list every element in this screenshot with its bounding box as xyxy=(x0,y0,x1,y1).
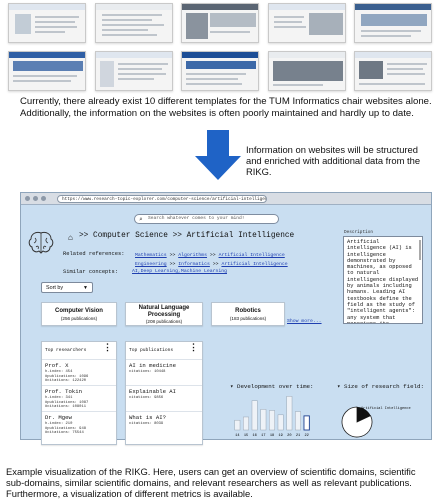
down-arrow-icon xyxy=(195,130,241,180)
website-thumbnail xyxy=(94,3,173,43)
bar-17[interactable] xyxy=(260,409,267,431)
related-references: Mathematics >> Algorithms >> Artificial … xyxy=(135,251,288,269)
sort-by-dropdown[interactable]: Sort by ▼ xyxy=(41,282,93,293)
bottom-caption: Example visualization of the RIKG. Here,… xyxy=(6,466,416,499)
research-field-size-pie xyxy=(341,406,373,438)
x-tick-label: 22 xyxy=(305,434,309,438)
search-placeholder: Search whatever comes to your mind! xyxy=(148,216,245,221)
link-artificial-intelligence-2[interactable]: Artificial Intelligence xyxy=(221,262,288,267)
thumbnail-row-1 xyxy=(8,3,432,43)
related-line-1: Mathematics >> Algorithms >> Artificial … xyxy=(135,253,285,258)
bar-20[interactable] xyxy=(286,396,293,431)
browser-window: https://www.research-topic-explorer.com/… xyxy=(20,192,432,445)
website-thumbnail xyxy=(354,51,432,91)
maximize-window-icon[interactable] xyxy=(41,196,46,201)
link-engineering[interactable]: Engineering xyxy=(135,262,167,267)
researcher-item[interactable]: Prof. X h-index: 454 #publications: 1096… xyxy=(42,360,116,386)
close-window-icon[interactable] xyxy=(25,196,30,201)
x-tick-label: 17 xyxy=(261,434,265,438)
size-of-research-field-toggle[interactable]: ▾ Size of research field: xyxy=(337,383,424,390)
link-mathematics[interactable]: Mathematics xyxy=(135,253,167,258)
researcher-item[interactable]: Prof. Tokin h-index: 341 #publications: … xyxy=(42,386,116,412)
x-tick-label: 14 xyxy=(235,434,239,438)
bar-15[interactable] xyxy=(243,416,249,431)
x-tick-label: 19 xyxy=(279,434,283,438)
development-over-time-toggle[interactable]: ▾ Development over time: xyxy=(230,383,314,390)
pie-slice-other[interactable] xyxy=(341,406,373,438)
description-text: Artificial intelligence (AI) is intellig… xyxy=(347,239,419,324)
bar-16[interactable] xyxy=(251,400,258,431)
top-researchers-header: Top researchers ⋮ xyxy=(42,342,116,360)
publication-item[interactable]: What is AI? citations: 8039 xyxy=(129,414,166,426)
link-artificial-intelligence[interactable]: Artificial Intelligence xyxy=(218,253,285,258)
more-options-icon[interactable]: ⋮ xyxy=(103,343,112,353)
x-tick-label: 16 xyxy=(253,434,257,438)
related-references-label: Related references: xyxy=(63,251,125,257)
search-input[interactable]: ⌕ Search whatever comes to your mind! xyxy=(134,214,279,224)
intro-caption: Currently, there already exist 10 differ… xyxy=(20,96,432,119)
link-algorithms[interactable]: Algorithms xyxy=(178,253,208,258)
publication-item[interactable]: AI in medicine citations: 10448 xyxy=(126,360,202,386)
bar-14[interactable] xyxy=(234,419,241,431)
related-line-2: Engineering >> Informatics >> Artificial… xyxy=(135,262,288,267)
breadcrumb: >> Computer Science >> Artificial Intell… xyxy=(79,232,295,240)
pie-slice-ai[interactable] xyxy=(357,407,371,422)
website-thumbnail xyxy=(181,51,259,91)
brain-logo-icon xyxy=(28,231,54,254)
home-icon[interactable]: ⌂ xyxy=(68,233,73,242)
more-options-icon[interactable]: ⋮ xyxy=(189,343,198,353)
website-thumbnail xyxy=(8,3,86,43)
x-tick-label: 21 xyxy=(296,434,300,438)
bar-22[interactable] xyxy=(303,415,310,431)
website-thumbnail xyxy=(354,3,432,43)
x-tick-label: 18 xyxy=(270,434,274,438)
website-thumbnail xyxy=(267,51,346,91)
category-card-computer-vision[interactable]: Computer Vision (256 publications) xyxy=(41,302,117,326)
show-more-link[interactable]: Show more... xyxy=(287,319,322,324)
thumbnail-row-2 xyxy=(8,51,432,91)
page-content: ⌕ Search whatever comes to your mind! ⌂ … xyxy=(21,206,431,445)
website-thumbnail xyxy=(8,51,86,91)
window-controls[interactable] xyxy=(25,196,46,201)
x-tick-label: 20 xyxy=(287,434,291,438)
similar-concepts-links[interactable]: AI,Deep Learning,Machine Learning xyxy=(132,269,227,274)
link-informatics[interactable]: Informatics xyxy=(178,262,210,267)
bar-19[interactable] xyxy=(277,414,284,431)
chevron-down-icon: ▼ xyxy=(83,285,88,291)
pie-slice-label: Artificial Intelligence xyxy=(361,407,411,411)
x-tick-label: 15 xyxy=(244,434,248,438)
website-thumbnail xyxy=(181,3,259,43)
category-card-nlp[interactable]: Natural Language Processing (208 publica… xyxy=(125,302,203,326)
search-icon: ⌕ xyxy=(139,216,143,223)
website-thumbnails xyxy=(8,3,432,99)
bar-21[interactable] xyxy=(295,411,301,431)
publication-item[interactable]: Explainable AI citations: 9856 xyxy=(126,386,202,412)
minimize-window-icon[interactable] xyxy=(33,196,38,201)
top-publications-panel: Top publications ⋮ AI in medicine citati… xyxy=(125,341,203,445)
top-publications-header: Top publications ⋮ xyxy=(126,342,202,360)
browser-titlebar: https://www.research-topic-explorer.com/… xyxy=(21,193,431,205)
transition-caption: Information on websites will be structur… xyxy=(246,144,421,178)
researcher-item[interactable]: Dr. Mgew h-index: 210 #publications: 948… xyxy=(45,414,87,436)
similar-concepts-label: Similar concepts: xyxy=(63,269,118,275)
category-card-robotics[interactable]: Robotics (183 publications) xyxy=(211,302,285,326)
bar-18[interactable] xyxy=(269,410,275,431)
description-scrollbar[interactable] xyxy=(419,240,421,260)
address-bar[interactable]: https://www.research-topic-explorer.com/… xyxy=(57,195,267,203)
description-textarea[interactable]: Artificial intelligence (AI) is intellig… xyxy=(343,236,423,324)
top-researchers-panel: Top researchers ⋮ Prof. X h-index: 454 #… xyxy=(41,341,117,445)
website-thumbnail xyxy=(94,51,173,91)
development-bar-chart: 14 15 16 17 18 19 20 21 22 xyxy=(234,396,310,438)
website-thumbnail xyxy=(267,3,346,43)
description-label: Description xyxy=(344,230,373,235)
